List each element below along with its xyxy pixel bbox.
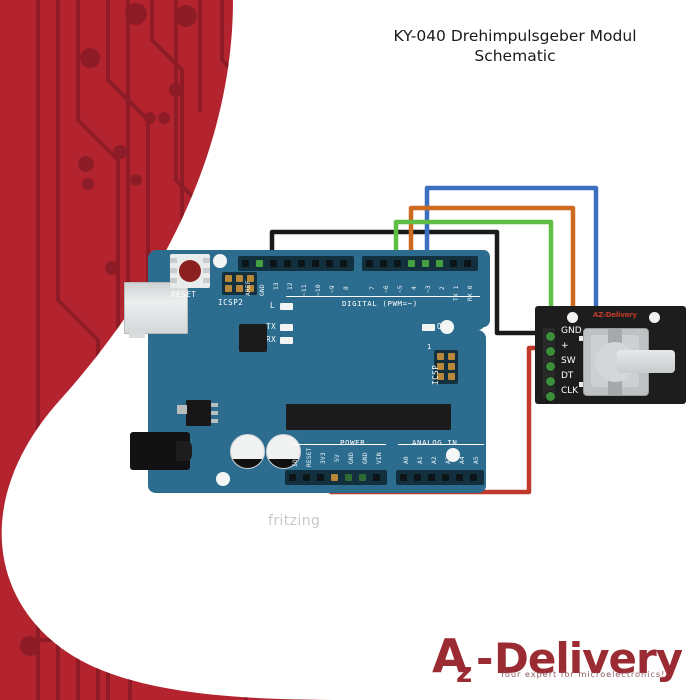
ky040-pin-sw[interactable] bbox=[545, 361, 556, 372]
digital-pin-label-rx: RX 0 bbox=[467, 285, 474, 301]
digital-pin-label-5: ~5 bbox=[397, 285, 404, 293]
mount-hole-3 bbox=[446, 448, 460, 462]
ky040-label-gnd: GND bbox=[561, 326, 582, 336]
power-pin-label-5v: 5V bbox=[334, 454, 341, 462]
power-pin-label-gnd1: GND bbox=[348, 452, 355, 464]
digital-pin-label-tx: TX 1 bbox=[453, 285, 460, 301]
svg-text:-: - bbox=[476, 634, 493, 683]
fritzing-watermark: fritzing bbox=[268, 513, 321, 529]
arduino-pcb-outline bbox=[148, 250, 490, 493]
digital-header-right[interactable] bbox=[362, 256, 478, 271]
power-header[interactable] bbox=[285, 470, 387, 485]
digital-header-label: DIGITAL (PWM=~) bbox=[342, 299, 418, 308]
digital-pin-label-8: 8 bbox=[343, 286, 350, 290]
digital-pin-label-aref: AREF bbox=[245, 280, 252, 296]
ky040-label-clk: CLK bbox=[561, 386, 579, 396]
power-pin-label-3v3: 3V3 bbox=[320, 452, 327, 464]
page-title-line2: Schematic bbox=[474, 47, 556, 65]
power-header-label: POWER bbox=[340, 438, 366, 447]
digital-pin-label-gnd: GND bbox=[259, 284, 266, 296]
icsp-header[interactable] bbox=[434, 350, 458, 384]
ky040-label-plus: + bbox=[561, 341, 569, 351]
ky040-pin-gnd[interactable] bbox=[545, 331, 556, 342]
power-pin-label-vin: VIN bbox=[376, 452, 383, 464]
analog-pin-label-a5: A5 bbox=[473, 456, 480, 464]
digital-pin-label-3: ~3 bbox=[425, 285, 432, 293]
power-barrel-jack bbox=[130, 432, 192, 470]
power-pin-label-reset: RESET bbox=[306, 447, 313, 467]
capacitor-1 bbox=[230, 434, 265, 469]
digital-silk-line bbox=[286, 296, 480, 298]
analog-pin-label-a4: A4 bbox=[459, 456, 466, 464]
analog-pin-label-a1: A1 bbox=[417, 456, 424, 464]
digital-pin-label-2: 2 bbox=[439, 286, 446, 290]
az-delivery-logo: A z - Delivery Your expert for microelec… bbox=[432, 629, 684, 689]
led-tx-label: TX bbox=[266, 322, 277, 331]
digital-header-left[interactable] bbox=[238, 256, 354, 271]
svg-text:A: A bbox=[432, 632, 468, 683]
power-silk-line bbox=[292, 444, 386, 446]
ky040-pin-dt[interactable] bbox=[545, 376, 556, 387]
led-rx-label: RX bbox=[266, 335, 277, 344]
rotary-encoder-shaft[interactable] bbox=[617, 350, 675, 373]
mount-hole-4 bbox=[216, 472, 230, 486]
az-delivery-tagline: Your expert for microelectronics! bbox=[500, 669, 666, 679]
icsp-pin1-label: 1 bbox=[427, 343, 432, 351]
usb-interface-ic bbox=[239, 324, 267, 352]
az-delivery-wordmark: A z - Delivery bbox=[432, 629, 684, 689]
atmega-mcu bbox=[286, 404, 451, 430]
icsp2-header[interactable] bbox=[222, 272, 257, 295]
led-on bbox=[422, 324, 435, 331]
led-tx bbox=[280, 324, 293, 331]
ky040-label-sw: SW bbox=[561, 356, 576, 366]
ky040-mount-hole-right bbox=[649, 312, 660, 323]
ky040-mount-hole-left bbox=[567, 312, 578, 323]
reset-label: RESET bbox=[171, 290, 197, 299]
icsp2-label: ICSP2 bbox=[218, 298, 244, 307]
analog-pin-label-a2: A2 bbox=[431, 456, 438, 464]
reset-button[interactable] bbox=[170, 254, 210, 288]
page-title: KY-040 Drehimpulsgeber Modul Schematic bbox=[350, 26, 680, 66]
page-title-line1: KY-040 Drehimpulsgeber Modul bbox=[393, 27, 637, 45]
ky040-brand-logo: AZ-Delivery bbox=[593, 311, 637, 319]
mount-hole-1 bbox=[213, 254, 227, 268]
digital-pin-label-9: ~9 bbox=[329, 285, 336, 293]
ky040-pin-clk[interactable] bbox=[545, 391, 556, 402]
digital-pin-label-11: ~11 bbox=[301, 284, 308, 296]
led-rx bbox=[280, 337, 293, 344]
capacitor-2 bbox=[266, 434, 301, 469]
digital-pin-label-7: 7 bbox=[369, 286, 376, 290]
ky040-label-dt: DT bbox=[561, 371, 574, 381]
mount-hole-2 bbox=[440, 320, 454, 334]
digital-pin-label-12: 12 bbox=[287, 282, 294, 290]
voltage-regulator bbox=[177, 400, 218, 426]
led-l bbox=[280, 303, 293, 310]
usb-connector bbox=[124, 282, 188, 338]
power-pin-label-ioref: IOREF bbox=[292, 447, 299, 467]
power-pin-label-gnd2: GND bbox=[362, 452, 369, 464]
led-l-label: L bbox=[270, 301, 276, 310]
digital-pin-label-4: 4 bbox=[411, 286, 418, 290]
ky040-pin-plus[interactable] bbox=[545, 346, 556, 357]
analog-header[interactable] bbox=[396, 470, 484, 485]
analog-silk-line bbox=[398, 444, 484, 446]
analog-header-label: ANALOG IN bbox=[412, 438, 458, 447]
svg-text:Delivery: Delivery bbox=[494, 634, 682, 683]
arduino-uno-board[interactable]: RESET ICSP2 1 ICSP L TX RX ON bbox=[124, 248, 491, 495]
svg-text:z: z bbox=[456, 656, 472, 688]
icsp-label: ICSP bbox=[431, 364, 440, 385]
digital-pin-label-13: 13 bbox=[273, 282, 280, 290]
digital-pin-label-6: ~6 bbox=[383, 285, 390, 293]
analog-pin-label-a3: A3 bbox=[445, 456, 452, 464]
digital-pin-label-10: ~10 bbox=[315, 284, 322, 296]
ky040-module[interactable]: AZ-Delivery GND + SW DT CLK bbox=[535, 306, 686, 404]
analog-pin-label-a0: A0 bbox=[403, 456, 410, 464]
